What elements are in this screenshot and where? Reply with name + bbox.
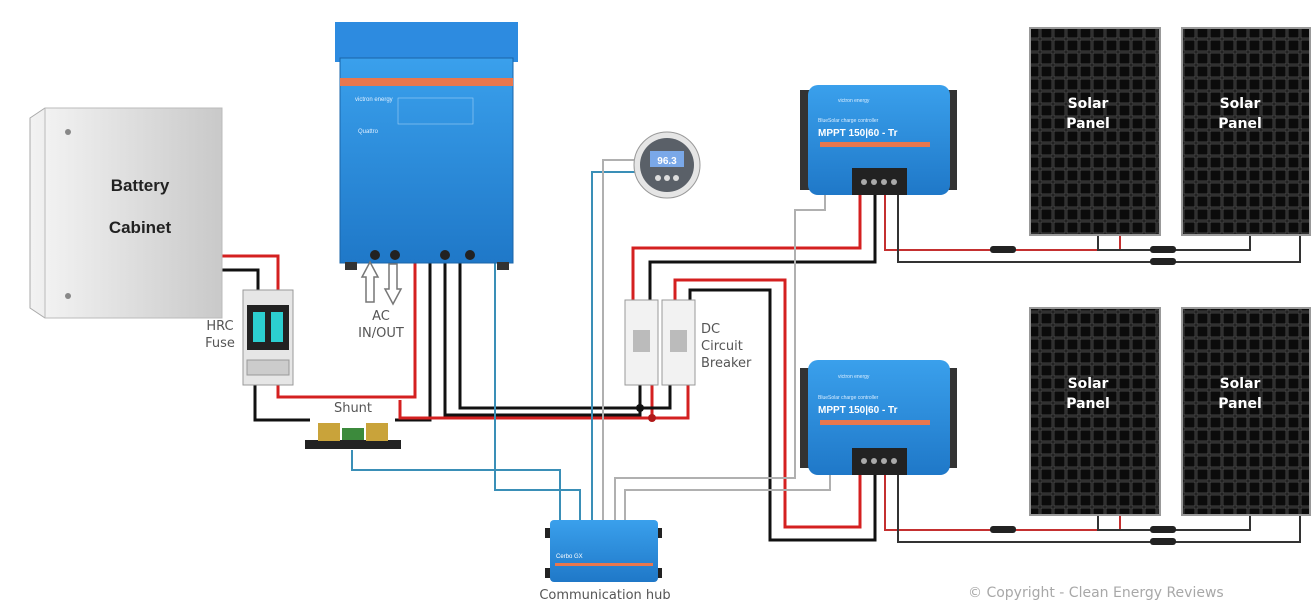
wire-positive (458, 250, 640, 410)
inverter-charger: victron energy Quattro (335, 22, 518, 270)
comm-cable-grey (602, 159, 640, 520)
comm-cable-blue (591, 171, 640, 520)
wire-positive (220, 254, 280, 292)
wire-negative (253, 385, 310, 422)
battery-cabinet: Battery Cabinet (29, 107, 223, 319)
mppt-model: MPPT 150|60 - Tr (818, 405, 898, 416)
panel-label-1: Solar (1220, 376, 1261, 392)
fuse-label-1: HRC (206, 319, 233, 334)
hrc-fuse: HRC Fuse (205, 289, 294, 386)
solar-panel: Solar Panel (1181, 27, 1311, 236)
junction-dot (648, 414, 656, 422)
wire-negative (443, 250, 642, 417)
solar-panel: Solar Panel (1181, 307, 1311, 516)
ac-label-1: AC (372, 309, 390, 324)
panel-label-1: Solar (1220, 96, 1261, 112)
panel-label-2: Panel (1066, 116, 1110, 132)
mppt-controller-2: victron energy BlueSolar charge controll… (800, 360, 957, 475)
wire-positive (673, 278, 862, 529)
wire-negative (395, 250, 432, 422)
copyright-text: © Copyright - Clean Energy Reviews (968, 585, 1224, 601)
junction-dot (636, 404, 644, 412)
mppt-controller-1: victron energy BlueSolar charge controll… (800, 85, 957, 195)
wire-negative (688, 288, 877, 542)
dc-circuit-breakers: DC Circuit Breaker (624, 299, 752, 386)
wire-positive (398, 385, 654, 420)
wire-pv-negative (897, 475, 1301, 543)
shunt-label: Shunt (334, 401, 372, 416)
monitor-reading: 96.3 (657, 156, 677, 167)
ac-label-2: IN/OUT (358, 326, 404, 341)
solar-panel: Solar Panel (1029, 27, 1161, 236)
ac-arrows-icon (360, 260, 403, 306)
comm-cable-grey (624, 475, 831, 520)
inverter-brand: victron energy (355, 97, 393, 103)
wire-positive (631, 195, 862, 300)
panel-label-2: Panel (1218, 396, 1262, 412)
wire-negative (648, 195, 877, 300)
mppt-subtitle: BlueSolar charge controller (818, 395, 879, 401)
mppt-subtitle: BlueSolar charge controller (818, 118, 879, 124)
solar-panel: Solar Panel (1029, 307, 1161, 516)
panel-label-2: Panel (1066, 396, 1110, 412)
mppt-model: MPPT 150|60 - Tr (818, 128, 898, 139)
wire-pv-negative (897, 195, 1301, 263)
breaker-label-2: Circuit (701, 339, 743, 354)
battery-cabinet-label-2: Cabinet (109, 218, 172, 237)
wire-positive (652, 385, 690, 420)
battery-monitor: 96.3 (633, 131, 701, 199)
comm-cable-grey (614, 195, 826, 520)
hub-label: Communication hub (539, 588, 670, 602)
shunt: Shunt (305, 401, 401, 449)
mppt-brand: victron energy (838, 374, 870, 380)
wire-negative (640, 385, 672, 410)
panel-label-2: Panel (1218, 116, 1262, 132)
breaker-label-3: Breaker (701, 356, 752, 371)
communication-hub: Cerbo GX Communication hub (539, 520, 671, 602)
comm-cable-blue (494, 262, 581, 520)
hub-model: Cerbo GX (556, 554, 583, 560)
battery-cabinet-label-1: Battery (111, 176, 170, 195)
wire-positive (276, 250, 417, 399)
inverter-model: Quattro (358, 129, 379, 135)
mc4-connectors (990, 246, 1176, 545)
breaker-label-1: DC (701, 322, 720, 337)
comm-cable-blue (351, 450, 561, 520)
panel-label-1: Solar (1068, 96, 1109, 112)
wire-negative (220, 268, 260, 292)
mppt-brand: victron energy (838, 98, 870, 104)
fuse-label-2: Fuse (205, 336, 235, 351)
panel-label-1: Solar (1068, 376, 1109, 392)
